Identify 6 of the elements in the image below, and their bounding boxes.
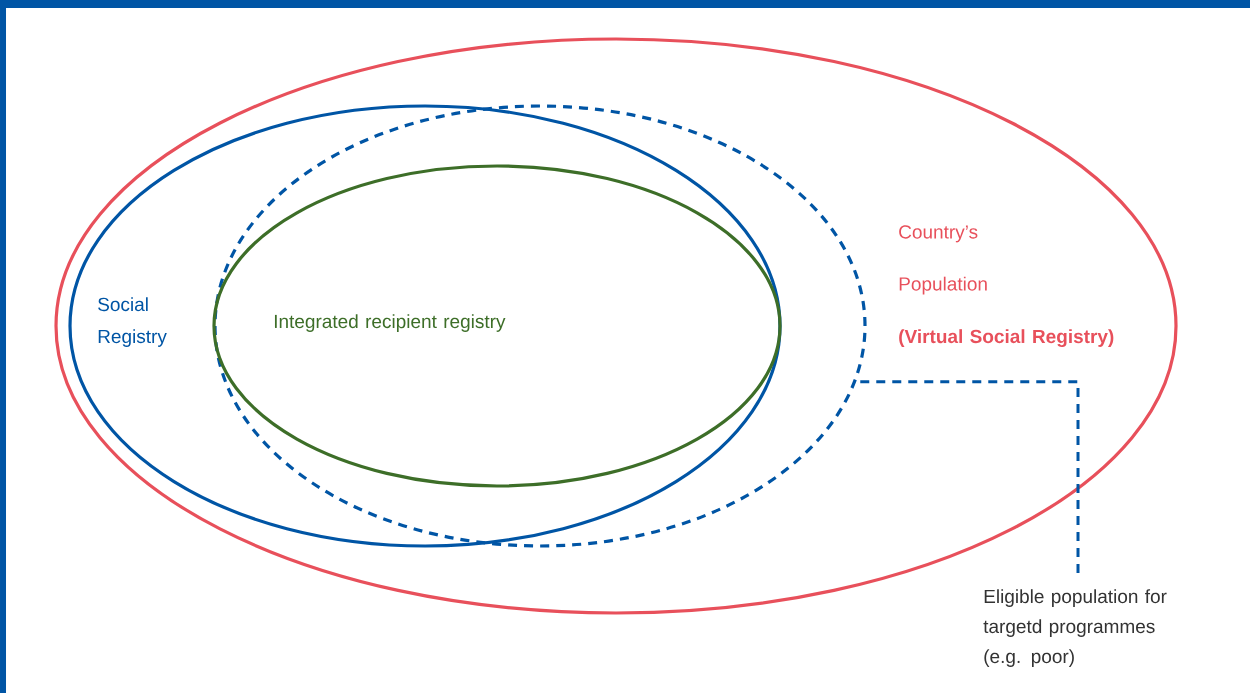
note-text: Eligible population for targetd programmes (e.g. poor) — [983, 589, 1167, 667]
label-text: (Virtual Social Registry) — [899, 329, 1114, 347]
label-text: Integrated recipient registry — [274, 314, 506, 332]
label-text: Social Registry — [98, 297, 167, 347]
label-text: Country’s Population — [899, 225, 987, 295]
ellipse — [213, 104, 867, 548]
